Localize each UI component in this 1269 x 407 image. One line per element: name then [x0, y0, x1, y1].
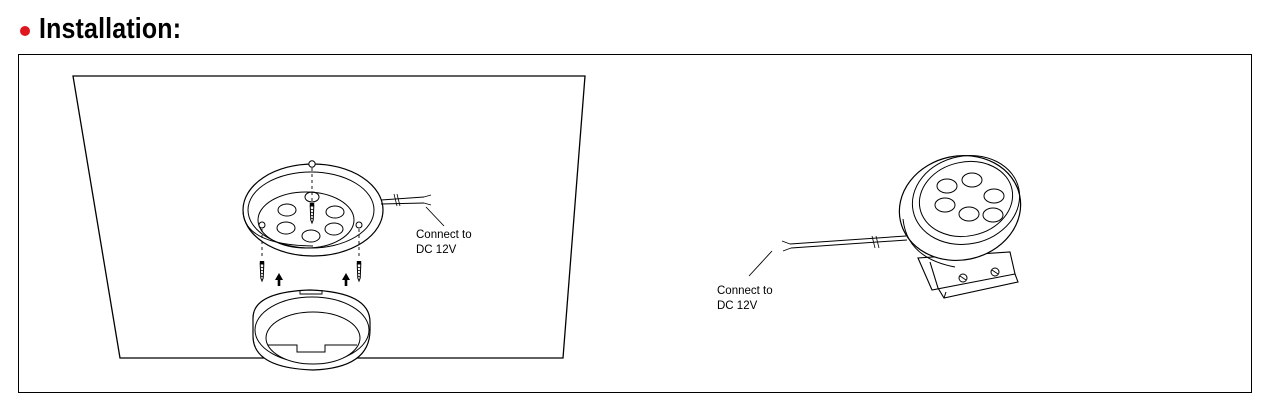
power-wires	[380, 193, 432, 207]
power-wires-right	[781, 235, 908, 252]
callout-text-line2-right: DC 12V	[717, 300, 758, 312]
mounting-base	[242, 160, 384, 257]
callout-text-line2: DC 12V	[416, 244, 457, 256]
section-heading: Installation:	[20, 12, 204, 46]
callout-leader	[425, 206, 445, 227]
alignment-lines	[261, 168, 360, 256]
callout-leader-right	[748, 250, 773, 277]
up-arrow-icon	[275, 273, 350, 286]
callout-text-line1: Connect to	[416, 229, 472, 241]
ceiling-panel	[72, 75, 586, 359]
diagram-frame	[18, 54, 1252, 393]
cover-ring	[252, 289, 371, 371]
assembled-light	[898, 154, 1022, 299]
callout-text-line1-right: Connect to	[717, 285, 773, 297]
section-title: Installation:	[39, 12, 182, 45]
red-bullet-icon	[20, 25, 30, 36]
